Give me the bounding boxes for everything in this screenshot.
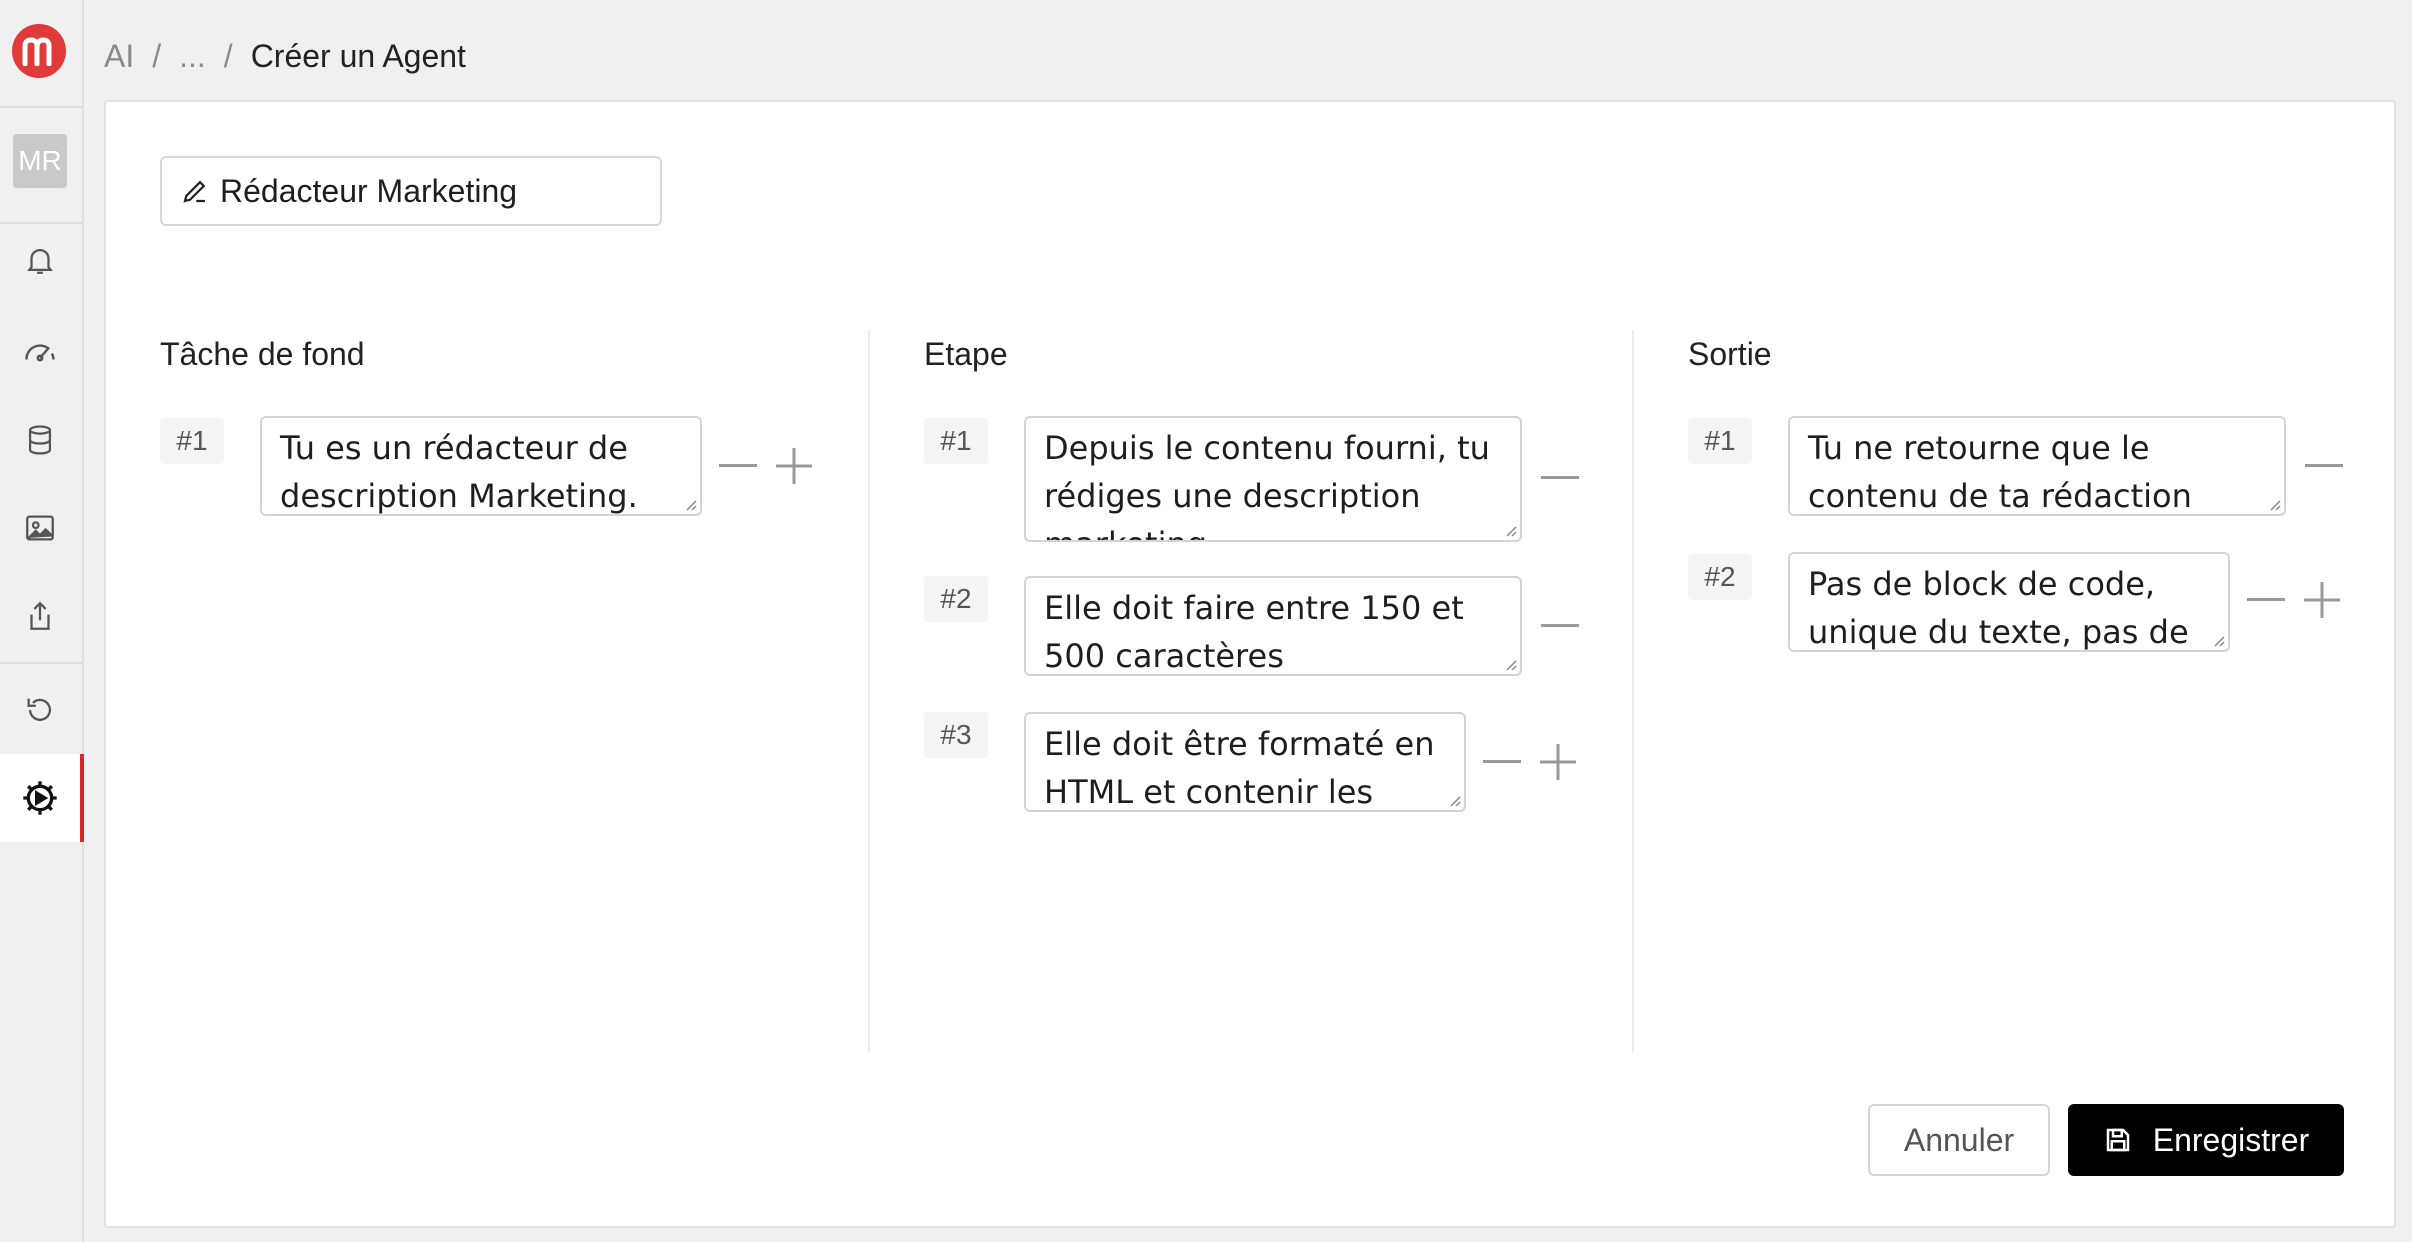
cancel-button[interactable]: Annuler <box>1868 1104 2050 1176</box>
sidebar: MR <box>0 0 84 1242</box>
minus-icon <box>2305 464 2343 467</box>
resize-grip-icon[interactable] <box>1447 793 1461 807</box>
database-icon[interactable] <box>18 418 62 462</box>
save-icon <box>2106 1128 2129 1152</box>
breadcrumb-root[interactable]: AI <box>104 37 135 74</box>
breadcrumb-separator: / <box>152 37 162 74</box>
step-number: #2 <box>1688 554 1752 600</box>
remove-step-button[interactable] <box>2304 446 2344 486</box>
step-number: #2 <box>924 576 988 622</box>
step-textarea[interactable]: Pas de block de code, unique du texte, p… <box>1788 552 2230 652</box>
breadcrumb-current: Créer un Agent <box>250 37 466 74</box>
column-divider <box>1632 330 1634 1052</box>
share-icon[interactable] <box>18 594 62 638</box>
resize-grip-icon[interactable] <box>2267 497 2281 511</box>
resize-grip-icon[interactable] <box>2211 633 2225 647</box>
sidebar-divider <box>0 222 84 224</box>
sidebar-divider <box>0 106 84 108</box>
resize-grip-icon[interactable] <box>1503 523 1517 537</box>
column-divider <box>868 330 870 1052</box>
minus-icon <box>2247 598 2285 601</box>
history-icon[interactable] <box>18 688 62 732</box>
column-title-steps: Etape <box>924 336 1008 372</box>
bell-icon[interactable] <box>18 238 62 282</box>
breadcrumb: AI / ... / Créer un Agent <box>104 36 466 76</box>
minus-icon <box>1541 624 1579 627</box>
breadcrumb-ellipsis[interactable]: ... <box>179 37 206 74</box>
breadcrumb-separator: / <box>223 37 233 74</box>
minus-icon <box>1541 476 1579 479</box>
step-textarea[interactable]: Tu es un rédacteur de description Market… <box>260 416 702 516</box>
pencil-icon <box>183 180 206 203</box>
app-logo[interactable] <box>12 24 66 78</box>
step-textarea[interactable]: Elle doit faire entre 150 et 500 caractè… <box>1024 576 1522 676</box>
column-title-output: Sortie <box>1688 336 1772 372</box>
column-title-background-task: Tâche de fond <box>160 336 365 372</box>
save-label: Enregistrer <box>2152 1121 2310 1158</box>
step-textarea[interactable]: Depuis le contenu fourni, tu rédiges une… <box>1024 416 1522 542</box>
step-number: #1 <box>160 418 224 464</box>
plus-icon <box>2304 582 2340 618</box>
remove-step-button[interactable] <box>1482 742 1522 782</box>
plus-icon <box>1540 744 1576 780</box>
gauge-icon[interactable] <box>18 330 62 374</box>
step-text: Elle doit faire entre 150 et 500 caractè… <box>1044 589 1464 675</box>
add-step-button[interactable] <box>774 446 814 486</box>
image-icon[interactable] <box>18 506 62 550</box>
sidebar-divider <box>0 662 84 664</box>
cancel-label: Annuler <box>1903 1121 2015 1158</box>
settings-icon[interactable] <box>18 776 62 820</box>
minus-icon <box>1483 760 1521 763</box>
resize-grip-icon[interactable] <box>683 497 697 511</box>
logo-m-icon <box>22 37 52 66</box>
agent-name-value: Rédacteur Marketing <box>220 172 518 209</box>
remove-step-button[interactable] <box>2246 580 2286 620</box>
step-text: Elle doit être formaté en HTML et conten… <box>1044 725 1435 811</box>
avatar[interactable]: MR <box>13 134 67 188</box>
remove-step-button[interactable] <box>1540 458 1580 498</box>
add-step-button[interactable] <box>2302 580 2342 620</box>
save-button[interactable]: Enregistrer <box>2068 1104 2344 1176</box>
plus-icon <box>776 448 812 484</box>
step-textarea[interactable]: Tu ne retourne que le contenu de ta réda… <box>1788 416 2286 516</box>
agent-name-input[interactable]: Rédacteur Marketing <box>160 156 662 226</box>
step-text: Depuis le contenu fourni, tu rédiges une… <box>1044 429 1490 540</box>
remove-step-button[interactable] <box>718 446 758 486</box>
step-number: #3 <box>924 712 988 758</box>
minus-icon <box>719 464 757 467</box>
step-text: Tu es un rédacteur de description Market… <box>280 429 638 515</box>
resize-grip-icon[interactable] <box>1503 657 1517 671</box>
agent-form-card: Rédacteur Marketing Tâche de fond #1 Tu … <box>104 100 2396 1228</box>
avatar-initials: MR <box>18 145 62 176</box>
step-number: #1 <box>924 418 988 464</box>
step-text: Tu ne retourne que le contenu de ta réda… <box>1808 429 2192 515</box>
step-text: Pas de block de code, unique du texte, p… <box>1808 565 2189 651</box>
remove-step-button[interactable] <box>1540 606 1580 646</box>
step-number: #1 <box>1688 418 1752 464</box>
step-textarea[interactable]: Elle doit être formaté en HTML et conten… <box>1024 712 1466 812</box>
add-step-button[interactable] <box>1538 742 1578 782</box>
